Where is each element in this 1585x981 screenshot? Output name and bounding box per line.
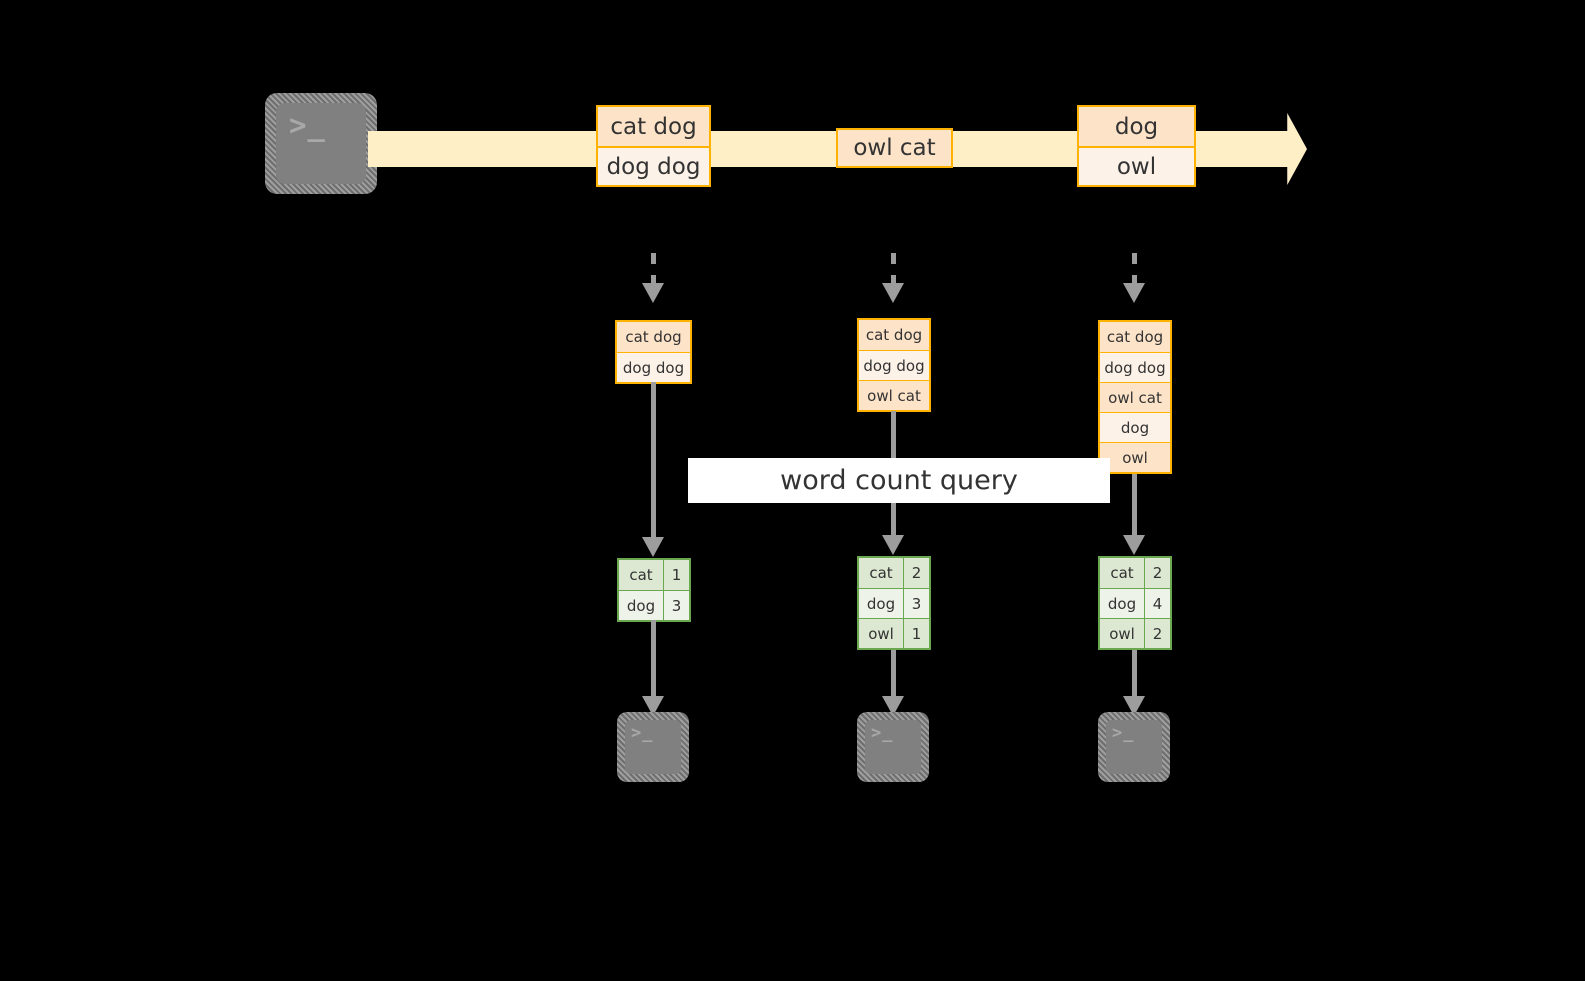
result-to-sink-connector-1: [651, 620, 656, 696]
result-count: 2: [1144, 619, 1170, 648]
result-count: 1: [663, 560, 689, 590]
result-table-3: cat 2 dog 4 owl 2: [1098, 556, 1172, 650]
batch-3-box: cat dog dog dog owl cat dog owl: [1098, 320, 1172, 474]
stream-record: owl: [1079, 146, 1194, 185]
batch-record: cat dog: [859, 320, 929, 350]
result-row: cat 2: [1100, 558, 1170, 588]
result-count: 1: [903, 619, 929, 648]
result-word: cat: [859, 558, 903, 588]
result-word: cat: [1100, 558, 1144, 588]
terminal-screen: [625, 720, 681, 774]
stream-to-batch-connector-2: [891, 253, 896, 283]
result-table-2: cat 2 dog 3 owl 1: [857, 556, 931, 650]
batch-2-box: cat dog dog dog owl cat: [857, 318, 931, 412]
stream-record: owl cat: [838, 130, 951, 166]
stream-to-batch-arrowhead-1: [642, 283, 664, 303]
stream-to-batch-arrowhead-2: [882, 283, 904, 303]
stream-arrow-head: [1255, 113, 1307, 185]
result-to-sink-connector-2: [891, 650, 896, 696]
stream-record: cat dog: [598, 107, 709, 146]
result-row: dog 4: [1100, 588, 1170, 618]
result-to-sink-arrowhead-2: [882, 696, 904, 716]
batch-record: cat dog: [617, 322, 690, 352]
source-terminal-icon: >_: [265, 93, 377, 194]
sink-terminal-icon-2: >_: [857, 712, 929, 782]
result-row: owl 1: [859, 618, 929, 648]
batch-record: owl cat: [1100, 382, 1170, 412]
result-row: cat 1: [619, 560, 689, 590]
batch-record: dog dog: [617, 352, 690, 382]
stream-group-3: dog owl: [1077, 105, 1196, 187]
sink-terminal-icon-3: >_: [1098, 712, 1170, 782]
terminal-screen: [276, 103, 366, 184]
terminal-prompt-glyph: >_: [631, 723, 654, 743]
stream-record: dog dog: [598, 146, 709, 185]
stream-to-batch-connector-3: [1132, 253, 1137, 283]
batch-to-result-connector-3: [1132, 474, 1137, 535]
stream-group-1: cat dog dog dog: [596, 105, 711, 187]
result-word: dog: [859, 589, 903, 618]
batch-record: cat dog: [1100, 322, 1170, 352]
result-row: dog 3: [619, 590, 689, 620]
result-count: 3: [903, 589, 929, 618]
terminal-prompt-glyph: >_: [1112, 723, 1135, 743]
stream-to-batch-connector-1: [651, 253, 656, 283]
result-count: 2: [903, 558, 929, 588]
batch-record: owl: [1100, 442, 1170, 472]
result-row: owl 2: [1100, 618, 1170, 648]
terminal-prompt-glyph: >_: [871, 723, 894, 743]
terminal-screen: [865, 720, 921, 774]
result-row: cat 2: [859, 558, 929, 588]
terminal-screen: [1106, 720, 1162, 774]
result-word: dog: [1100, 589, 1144, 618]
result-to-sink-arrowhead-3: [1123, 696, 1145, 716]
terminal-prompt-glyph: >_: [289, 108, 326, 142]
stream-record: dog: [1079, 107, 1194, 146]
result-to-sink-arrowhead-1: [642, 696, 664, 716]
batch-to-result-arrowhead-1: [642, 537, 664, 557]
result-count: 3: [663, 591, 689, 620]
sink-terminal-icon-1: >_: [617, 712, 689, 782]
batch-to-result-arrowhead-2: [882, 535, 904, 555]
result-to-sink-connector-3: [1132, 650, 1137, 696]
result-count: 2: [1144, 558, 1170, 588]
batch-1-box: cat dog dog dog: [615, 320, 692, 384]
batch-record: dog dog: [859, 350, 929, 380]
result-word: dog: [619, 591, 663, 620]
result-table-1: cat 1 dog 3: [617, 558, 691, 622]
result-word: owl: [1100, 619, 1144, 648]
result-count: 4: [1144, 589, 1170, 618]
batch-record: dog: [1100, 412, 1170, 442]
query-label: word count query: [688, 458, 1110, 503]
batch-to-result-connector-1: [651, 382, 656, 537]
stream-to-batch-arrowhead-3: [1123, 283, 1145, 303]
batch-to-result-arrowhead-3: [1123, 535, 1145, 555]
result-row: dog 3: [859, 588, 929, 618]
stream-group-2: owl cat: [836, 128, 953, 168]
result-word: cat: [619, 560, 663, 590]
result-word: owl: [859, 619, 903, 648]
batch-record: owl cat: [859, 380, 929, 410]
batch-record: dog dog: [1100, 352, 1170, 382]
